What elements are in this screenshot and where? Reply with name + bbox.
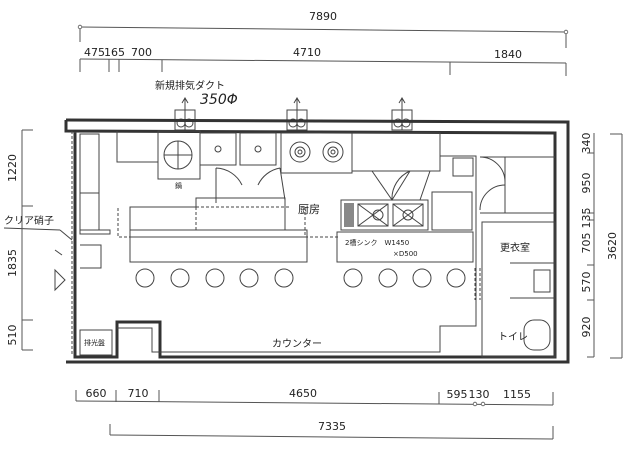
left-partition: クリア硝子 [3,131,111,355]
dim-7335: 7335 [318,420,346,433]
sink-basin [239,132,277,166]
exhaust-duct-icon [174,97,196,131]
dim-7890: 7890 [309,10,337,23]
dim-510: 510 [6,325,19,346]
gas-burner-icon [357,203,389,227]
stool [239,268,259,288]
dim-3620: 3620 [606,232,619,260]
exhaust-duct-icon [391,97,413,131]
dim-165: 165 [104,46,125,59]
stool [135,268,155,288]
kitchen-label: 厨房 [298,203,320,216]
dim-475: 475 [84,46,105,59]
panel-label: 排光盤 [84,338,105,347]
dimension-right: 340 950 135 705 570 920 3620 [580,133,623,359]
dim-950: 950 [580,173,593,194]
hand-sink [452,157,474,177]
dim-1835: 1835 [6,249,19,277]
clear-glass-label: クリア硝子 [4,214,54,227]
dim-570: 570 [580,272,593,293]
stool [343,268,363,288]
dimension-top-total: 7890 [77,10,569,48]
counters: 2槽シンク W1450 ×D500 厨房 排光盤 カウンター [79,197,474,356]
pot-label: 鍋 [175,181,182,190]
stools [135,268,466,288]
entrance-arrow-icon [54,268,66,292]
dim-705: 705 [580,233,593,254]
range-hood [351,132,441,172]
dim-595: 595 [447,388,468,401]
kitchen-equipment: 鍋 [157,130,474,231]
dim-4710: 4710 [293,46,321,59]
burner-icon [289,141,311,163]
dim-1220: 1220 [6,154,19,182]
dimension-bottom: 660 710 4650 595 130 1155 7335 [75,387,554,440]
counter-label: カウンター [272,338,322,350]
toilet-fixture [523,319,551,351]
dimension-top-segments: 475 165 700 4710 1840 [79,46,567,76]
dim-710: 710 [128,387,149,400]
dim-135: 135 [580,208,593,229]
burner-icon [322,141,344,163]
toilet-label: トイレ [498,332,528,343]
stool [170,268,190,288]
dim-660: 660 [86,387,107,400]
dim-4650: 4650 [289,387,317,400]
dim-700: 700 [131,46,152,59]
changing-room-label: 更衣室 [500,241,530,254]
duct-size-handwritten: 350Φ [200,92,238,108]
duct-label: 新規排気ダクト [155,79,225,92]
walls [64,118,570,364]
stool [378,268,398,288]
stool [412,268,432,288]
exhaust-duct-icon [286,97,308,131]
stool [205,268,225,288]
dim-920: 920 [580,317,593,338]
sink-basin [199,132,237,166]
stool [274,268,294,288]
dim-340: 340 [580,133,593,154]
griddle [344,203,354,227]
dim-1840: 1840 [494,48,522,61]
washbasin [533,269,551,293]
dimension-left: 1220 1835 510 [6,129,33,351]
stool [446,268,466,288]
gas-burner-icon [392,203,424,227]
sink-spec-line2: ×D500 [393,250,418,258]
dim-130: 130 [469,388,490,401]
dim-1155: 1155 [503,388,531,401]
sink-spec-line1: 2槽シンク W1450 [345,238,409,247]
